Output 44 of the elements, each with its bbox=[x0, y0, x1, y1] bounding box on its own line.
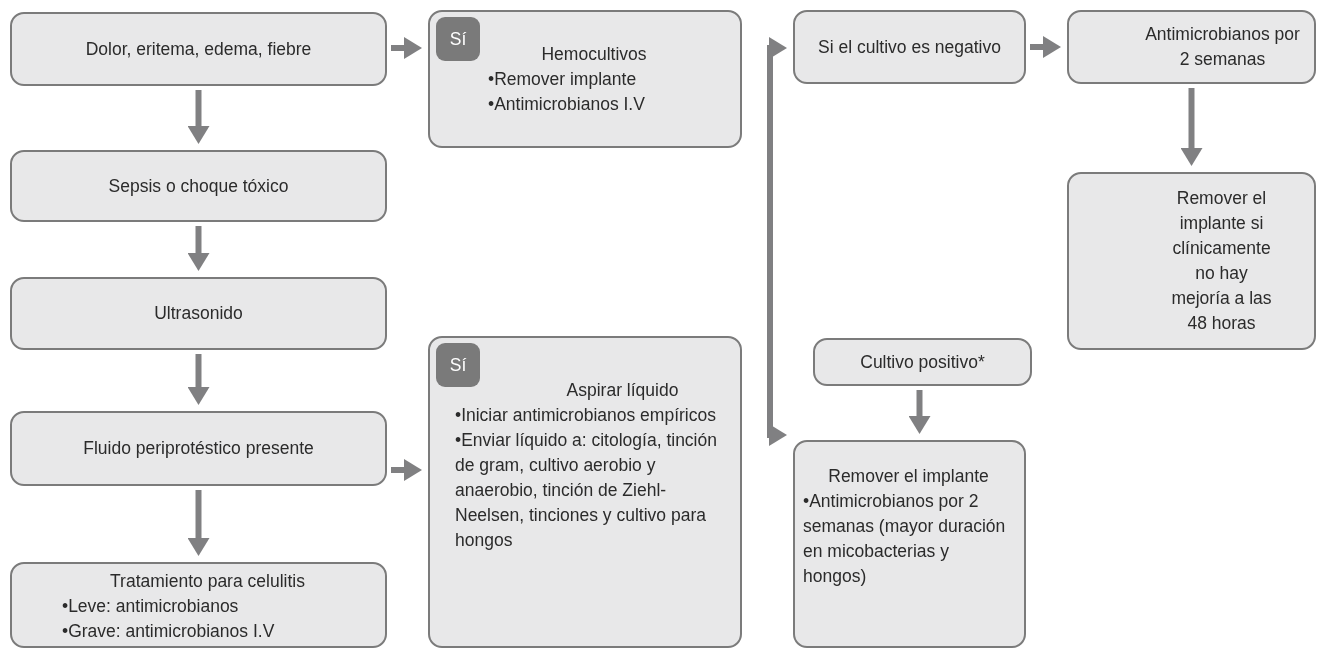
badge: Sí bbox=[436, 17, 480, 61]
arrow bbox=[1030, 36, 1061, 58]
arrow bbox=[391, 37, 422, 59]
arrow bbox=[908, 390, 931, 434]
box-text: Remover el implante si clínicamente no hay mejoría a las 48 horas bbox=[1170, 187, 1273, 335]
box-text: Dolor, eritema, edema, fiebre bbox=[84, 37, 313, 61]
bullet-item: •Grave: antimicrobianos I.V bbox=[62, 620, 276, 643]
box-heading: Tratamiento para celulitis bbox=[109, 570, 306, 593]
box-text: Ultrasonido bbox=[153, 302, 244, 325]
bullet-item: •Remover implante bbox=[488, 68, 638, 91]
process-box bbox=[813, 338, 1032, 386]
process-box bbox=[793, 10, 1026, 84]
arrow bbox=[1180, 88, 1203, 166]
process-box bbox=[428, 336, 742, 648]
bullet-item: •Antimicrobianos I.V bbox=[488, 93, 646, 116]
process-box bbox=[10, 277, 387, 350]
bullet-item: •Antimicrobianos por 2 semanas (mayor duración en micobacterias y hongos) bbox=[803, 490, 1007, 588]
bullet-item: •Leve: antimicrobianos bbox=[62, 595, 240, 618]
process-box bbox=[10, 562, 387, 648]
process-box bbox=[1067, 10, 1316, 84]
box-heading: Aspirar líquido bbox=[565, 379, 680, 402]
arrow bbox=[187, 490, 210, 556]
box-heading: Hemocultivos bbox=[540, 43, 648, 66]
process-box bbox=[10, 411, 387, 486]
bullet-item: •Enviar líquido a: citología, tinción de gram, cultivo aerobio y anaerobio, tinción de Ziehl-Neelsen, tinciones y cultivo para hongos bbox=[455, 429, 718, 552]
box-heading: Remover el implante bbox=[827, 465, 990, 488]
process-box bbox=[793, 440, 1026, 648]
arrow bbox=[767, 37, 787, 240]
arrow bbox=[391, 459, 422, 481]
box-text: Si el cultivo es negativo bbox=[817, 35, 1002, 59]
arrow bbox=[187, 90, 210, 144]
arrow bbox=[767, 240, 787, 446]
box-text: Sepsis o choque tóxico bbox=[107, 174, 290, 198]
box-text: Fluido periprotéstico presente bbox=[82, 437, 315, 460]
process-box bbox=[428, 10, 742, 148]
badge: Sí bbox=[436, 343, 480, 387]
arrow bbox=[187, 354, 210, 405]
process-box bbox=[1067, 172, 1316, 350]
process-box bbox=[10, 150, 387, 222]
bullet-item: •Iniciar antimicrobianos empíricos bbox=[455, 404, 717, 427]
box-text: Antimicrobianos por 2 semanas bbox=[1144, 23, 1301, 71]
process-box bbox=[10, 12, 387, 86]
box-text: Cultivo positivo* bbox=[859, 350, 986, 374]
arrow bbox=[187, 226, 210, 271]
